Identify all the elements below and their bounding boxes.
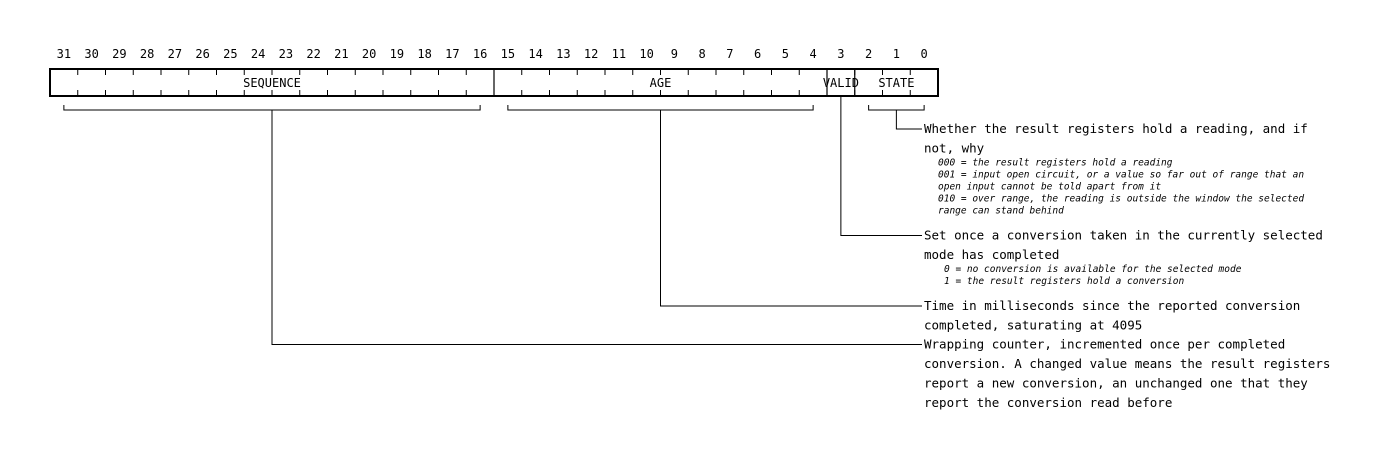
bit-number: 29 [112, 47, 126, 61]
bracket-state [868, 105, 925, 111]
bit-number: 22 [306, 47, 320, 61]
bit-number: 0 [921, 47, 928, 61]
field-name-state: STATE [878, 76, 914, 90]
leader-state [895, 110, 922, 130]
value-state: range can stand behind [938, 206, 1064, 217]
bit-number: 19 [390, 47, 404, 61]
description-age: completed, saturating at 4095 [924, 318, 1142, 333]
bit-number: 12 [584, 47, 598, 61]
bit-number: 28 [140, 47, 154, 61]
bit-number: 13 [556, 47, 570, 61]
bit-number: 18 [417, 47, 431, 61]
description-sequence: conversion. A changed value means the re… [924, 356, 1330, 371]
value-valid: 1 = the result registers hold a conversi… [944, 276, 1184, 287]
value-valid: 0 = no conversion is available for the s… [944, 264, 1242, 275]
description-sequence: report a new conversion, an unchanged on… [924, 376, 1308, 391]
value-state: 010 = over range, the reading is outside… [938, 194, 1304, 205]
bit-number: 1 [893, 47, 900, 61]
bit-number: 2 [865, 47, 872, 61]
bit-number: 4 [810, 47, 817, 61]
bit-number: 3 [837, 47, 844, 61]
bit-number: 10 [639, 47, 653, 61]
leader-valid [840, 96, 922, 236]
bit-number: 8 [699, 47, 706, 61]
field-name-age: AGE [650, 76, 672, 90]
bit-number: 23 [279, 47, 293, 61]
bit-number: 27 [168, 47, 182, 61]
bit-number: 11 [612, 47, 626, 61]
description-state: Whether the result registers hold a read… [924, 121, 1308, 136]
bit-number: 30 [84, 47, 98, 61]
description-sequence: Wrapping counter, incremented once per c… [924, 337, 1285, 352]
bit-number: 21 [334, 47, 348, 61]
bracket-sequence [63, 105, 481, 111]
bit-number: 17 [445, 47, 459, 61]
bit-number: 14 [528, 47, 542, 61]
leader-age [660, 110, 922, 307]
value-state: open input cannot be told apart from it [938, 182, 1161, 193]
bit-number: 20 [362, 47, 376, 61]
description-state: not, why [924, 141, 985, 156]
bit-number: 9 [671, 47, 678, 61]
field-name-valid: VALID [823, 76, 859, 90]
description-sequence: report the conversion read before [924, 395, 1172, 410]
bit-number: 24 [251, 47, 265, 61]
bit-number: 7 [726, 47, 733, 61]
description-valid: mode has completed [924, 247, 1059, 262]
bit-number: 31 [57, 47, 71, 61]
bit-number: 16 [473, 47, 487, 61]
bracket-age [507, 105, 814, 111]
bit-number: 25 [223, 47, 237, 61]
bit-number: 26 [195, 47, 209, 61]
bit-number: 15 [501, 47, 515, 61]
bit-number: 5 [782, 47, 789, 61]
description-age: Time in milliseconds since the reported … [924, 298, 1300, 313]
field-name-sequence: SEQUENCE [243, 76, 301, 90]
description-valid: Set once a conversion taken in the curre… [924, 228, 1323, 243]
value-state: 000 = the result registers hold a readin… [938, 158, 1173, 169]
leader-sequence [271, 110, 922, 345]
value-state: 001 = input open circuit, or a value so … [938, 170, 1304, 181]
bit-number: 6 [754, 47, 761, 61]
